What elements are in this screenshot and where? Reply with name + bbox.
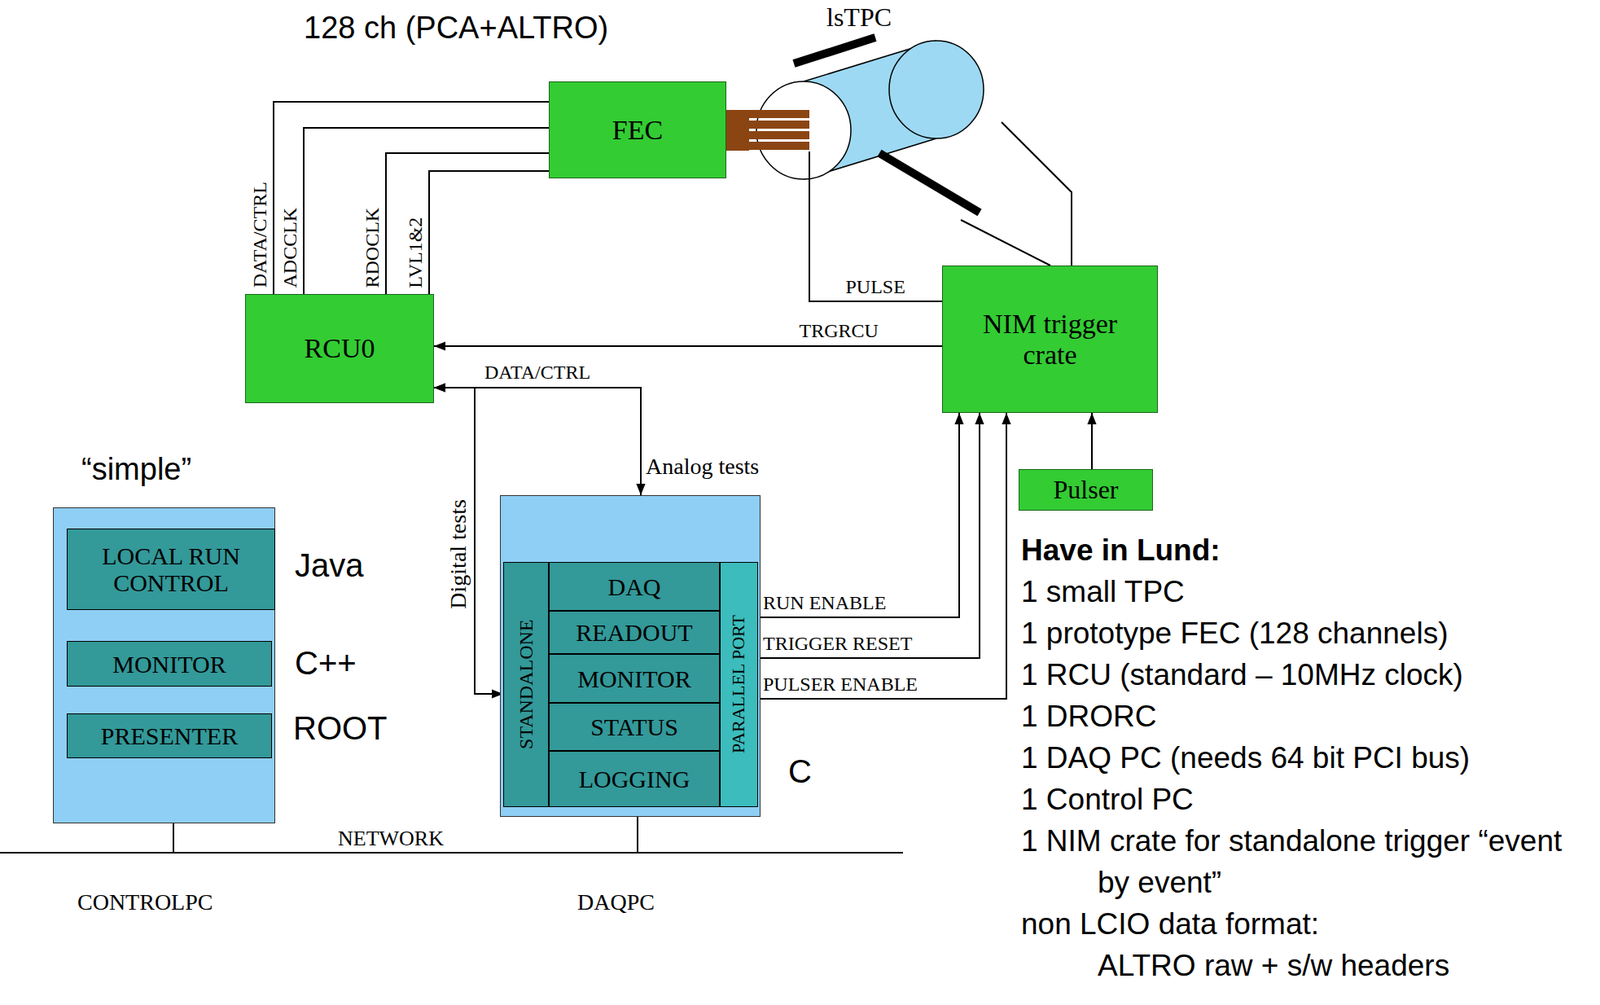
signal-name: TRGRCU (799, 320, 879, 342)
node-label: STANDALONE (515, 619, 537, 750)
signal-wire (433, 387, 641, 496)
list-item: 1 Control PC (1021, 778, 1194, 820)
pulse-wire (808, 151, 811, 220)
daq-box: DAQ (548, 561, 720, 611)
signal-name: LVL1&2 (404, 216, 426, 288)
cable-stripe (725, 131, 751, 140)
cable-stripe (749, 109, 810, 119)
status-box: STATUS (548, 702, 720, 751)
list-item: 1 prototype FEC (128 channels) (1021, 612, 1448, 654)
signal-wire (385, 153, 549, 294)
rcu-box: RCU0 (245, 293, 434, 404)
signal-name: ADCCLK (279, 206, 301, 288)
cable-stripe (725, 120, 751, 129)
language-label: ROOT (293, 710, 388, 746)
signal-wire (960, 219, 1051, 266)
signal-wire (303, 127, 549, 294)
signal-wire (429, 170, 549, 294)
signal-wire (1091, 412, 1093, 470)
node-label: MONITOR (112, 650, 226, 678)
node-label: MONITOR (577, 665, 691, 693)
list-item: 1 DAQ PC (needs 64 bit PCI bus) (1021, 736, 1470, 779)
node-label: RCU0 (304, 333, 376, 364)
network-line (0, 851, 904, 854)
standalone-box: STANDALONE (503, 561, 549, 807)
node-label: LOGGING (578, 765, 691, 793)
tpc-cylinder (749, 0, 1002, 220)
node-label: LOCAL RUN CONTROL (67, 542, 275, 597)
node-label: FEC (612, 114, 663, 145)
support-bar (793, 37, 876, 64)
logging-box: LOGGING (548, 750, 720, 807)
node-label: PARALLEL PORT (728, 614, 749, 754)
signal-wire (758, 412, 960, 618)
signal-name: RDOCLK (361, 206, 383, 288)
language-label: C++ (294, 644, 357, 681)
support-bar (879, 153, 980, 213)
parallel-port-box: PARALLEL PORT (719, 561, 759, 807)
list-item: 1 RCU (standard – 10MHz clock) (1021, 653, 1464, 696)
monitor-box: MONITOR (548, 653, 720, 703)
list-item: 1 NIM crate for standalone trigger “even… (1021, 819, 1592, 904)
signal-name: PULSER ENABLE (762, 673, 918, 695)
list-item: 1 DRORC (1021, 695, 1158, 737)
node-label: PRESENTER (100, 722, 238, 750)
cable-stripe (749, 131, 810, 140)
language-label: C (788, 753, 812, 790)
tpc-end (756, 81, 851, 180)
cable-stripe (725, 109, 751, 119)
signal-wire (433, 387, 504, 694)
signal-wire (273, 101, 549, 294)
channel-note: 128 ch (PCA+ALTRO) (303, 11, 609, 46)
panel-heading: DAQPC (577, 889, 655, 916)
monitor-box: MONITOR (66, 640, 272, 687)
list-item: ALTRO raw + s/w headers (1097, 944, 1450, 987)
signal-name: TRIGGER RESET (762, 632, 912, 654)
node-label: lsTPC (826, 3, 892, 32)
fec-box: FEC (548, 81, 727, 179)
cable-stripe (725, 141, 751, 150)
trigger-crate-box: NIM trigger crate (942, 265, 1158, 413)
signal-name: Digital tests (445, 499, 471, 610)
signal-wire (1001, 122, 1072, 266)
tpc-illustration: lsTPC (749, 0, 1002, 220)
panel-note: “simple” (81, 452, 192, 487)
pulser-box: Pulser (1018, 469, 1153, 511)
language-label: Java (294, 547, 364, 584)
presenter-box: PRESENTER (66, 713, 272, 759)
signal-wire (433, 345, 943, 347)
list-item: non LCIO data format: (1021, 903, 1320, 945)
node-label: READOUT (575, 618, 693, 646)
signal-wire (758, 412, 980, 658)
node-label: Pulser (1053, 475, 1119, 505)
cable-stripe (749, 141, 810, 150)
control-pc-panel: CONTROLPCLOCAL RUN CONTROLMONITORPRESENT… (52, 507, 276, 824)
signal-wire (758, 412, 1007, 699)
signal-name: PULSE (846, 276, 906, 298)
list-heading: Have in Lund: (1021, 529, 1221, 571)
cable-stripe (749, 120, 810, 129)
tpc-end (889, 40, 984, 139)
node-label: DAQ (608, 573, 662, 601)
readout-box: READOUT (548, 610, 720, 654)
signal-wire (809, 219, 943, 302)
signal-name: DATA/CTRL (484, 361, 591, 383)
panel-heading: CONTROLPC (77, 889, 213, 916)
signal-name: DATA/CTRL (249, 181, 271, 288)
signal-name: NETWORK (337, 827, 444, 851)
run-control-box: LOCAL RUN CONTROL (66, 528, 276, 610)
node-label: NIM trigger crate (968, 308, 1132, 370)
node-label: STATUS (590, 713, 679, 741)
signal-name: RUN ENABLE (762, 591, 886, 614)
daq-pc-panel: DAQPCSTANDALONEDAQREADOUTMONITORSTATUSLO… (499, 495, 761, 817)
test-label: Analog tests (645, 454, 759, 480)
list-item: 1 small TPC (1021, 570, 1185, 613)
